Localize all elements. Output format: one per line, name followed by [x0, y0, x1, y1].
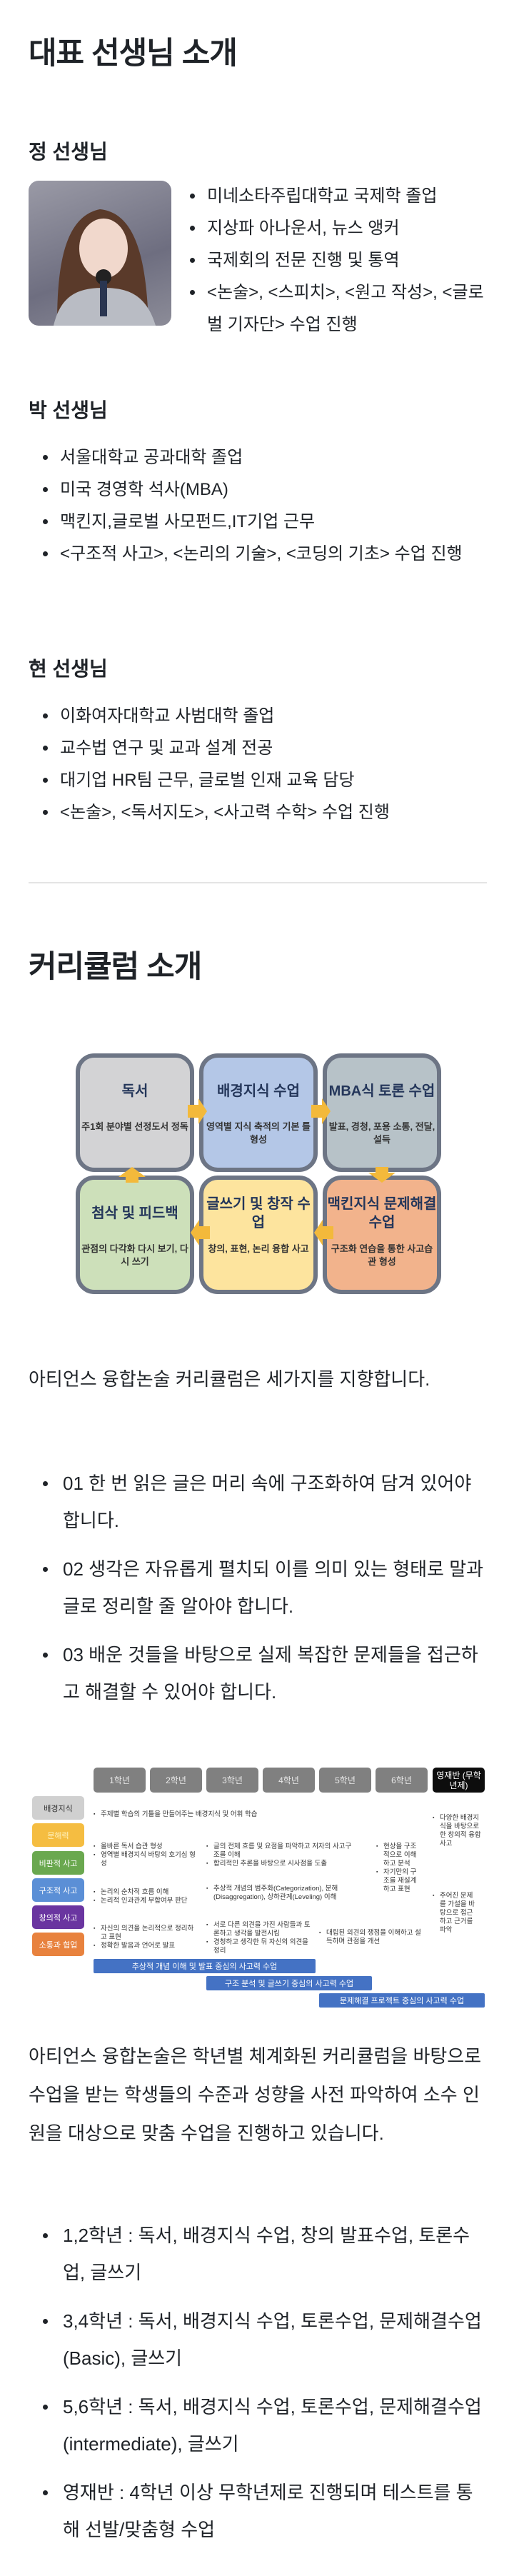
step-desc: 영역별 지식 축적의 기본 틀 형성	[206, 1121, 311, 1145]
grade-header: 2학년	[150, 1768, 202, 1793]
step-desc: 구조화 연습을 통한 사고습관 형성	[331, 1243, 433, 1267]
arrow-down-icon	[368, 1167, 395, 1183]
table-cell: 서로 다른 의견을 가진 사람들과 토론하고 생각을 발전시킴경청하고 생각한 …	[206, 1921, 313, 1955]
curriculum-title: 커리큘럼 소개	[29, 950, 202, 984]
list-item: 미국 경영학 석사(MBA)	[41, 473, 488, 506]
table-cell: 현상을 구조적으로 이해하고 분석자기만의 구조를 재설계하고 표현	[376, 1843, 420, 1894]
table-cell: 추상적 개념의 범주화(Categorization), 분해(Disaggre…	[206, 1885, 363, 1902]
grade-header: 1학년	[94, 1768, 146, 1793]
skill-label: 배경지식	[32, 1796, 84, 1820]
step-title: 글쓰기 및 창작 수업	[206, 1196, 311, 1231]
table-cell: 논리의 순차적 흐름 이해논리적 인과관계 부합여부 판단	[94, 1888, 208, 1905]
step-title: MBA식 토론 수업	[328, 1083, 435, 1099]
teacher-credentials-list: 이화여자대학교 사범대학 졸업 교수법 연구 및 교과 설계 전공 대기업 HR…	[41, 700, 488, 828]
table-cell: 주어진 문제를 가설을 바탕으로 접근하고 근거를 파악	[433, 1892, 475, 1935]
step-title: 배경지식 수업	[217, 1083, 300, 1099]
arrow-right-icon	[311, 1098, 331, 1124]
curriculum-intro: 아티언스 융합논술 커리큘럼은 세가지를 지향합니다.	[29, 1368, 430, 1390]
list-item: 대기업 HR팀 근무, 글로벌 인재 교육 담당	[41, 764, 488, 796]
skill-label: 구조적 사고	[32, 1878, 84, 1902]
teacher-credentials-list: 서울대학교 공과대학 졸업 미국 경영학 석사(MBA) 맥킨지,글로벌 사모펀…	[41, 441, 488, 570]
program-bar: 문제해결 프로젝트 중심의 사고력 수업	[319, 1993, 485, 2008]
arrow-left-icon	[314, 1220, 333, 1246]
list-item: 02 생각은 자유롭게 펼치되 이를 의미 있는 형태로 말과 글로 정리할 줄…	[40, 1550, 490, 1625]
arrow-left-icon	[191, 1220, 210, 1246]
list-item: 3,4학년 : 독서, 배경지식 수업, 토론수업, 문제해결수업(Basic)…	[40, 2302, 490, 2377]
list-item: <논술>, <스피치>, <원고 작성>, <글로벌 기자단> 수업 진행	[188, 276, 492, 341]
list-item: <구조적 사고>, <논리의 기술>, <코딩의 기초> 수업 진행	[41, 538, 488, 570]
table-cell: 다양한 배경지식을 바탕으로 한 창의적 융합사고	[433, 1814, 483, 1848]
teacher-name: 정 선생님	[29, 141, 108, 163]
list-item: 영재반 : 4학년 이상 무학년제로 진행되며 테스트를 통해 선발/맞춤형 수…	[40, 2474, 490, 2548]
list-item: 01 한 번 읽은 글은 머리 속에 구조화하여 담겨 있어야 합니다.	[40, 1465, 490, 1539]
grade-programs-list: 1,2학년 : 독서, 배경지식 수업, 창의 발표수업, 토론수업, 글쓰기 …	[40, 2217, 490, 2560]
step-title: 독서	[121, 1083, 148, 1099]
step-desc: 창의, 표현, 논리 융합 사고	[208, 1243, 309, 1254]
teacher-name: 현 선생님	[29, 658, 108, 680]
table-cell: 글의 전체 흐름 및 요점을 파악하고 저자의 사고구조를 이해합리적인 추론을…	[206, 1843, 353, 1868]
grade-header: 4학년	[263, 1768, 315, 1793]
list-item: 국제회의 전문 진행 및 통역	[188, 244, 492, 276]
list-item: 5,6학년 : 독서, 배경지식 수업, 토론수업, 문제해결수업(interm…	[40, 2388, 490, 2462]
list-item: <논술>, <독서지도>, <사고력 수학> 수업 진행	[41, 796, 488, 828]
list-item: 맥킨지,글로벌 사모펀드,IT기업 근무	[41, 506, 488, 538]
step-desc: 주1회 분야별 선정도서 정독	[81, 1121, 188, 1132]
cycle-arrows	[119, 1098, 395, 1246]
teacher-name: 박 선생님	[29, 399, 108, 421]
arrow-up-icon	[119, 1167, 146, 1183]
curriculum-summary: 아티언스 융합논술은 학년별 체계화된 커리큘럼을 바탕으로 수업을 받는 학생…	[29, 2045, 482, 2144]
teacher-portrait-icon	[54, 209, 156, 326]
program-bar: 추상적 개념 이해 및 발표 중심의 사고력 수업	[94, 1959, 316, 1973]
skill-label: 문해력	[32, 1823, 84, 1847]
curriculum-goals-list: 01 한 번 읽은 글은 머리 속에 구조화하여 담겨 있어야 합니다. 02 …	[40, 1465, 490, 1722]
table-cell: 주제별 학습의 기틀을 만들어주는 배경지식 및 어휘 학습	[94, 1810, 379, 1819]
step-desc: 발표, 경청, 포용 소통, 전달, 설득	[328, 1121, 435, 1145]
table-cell: 올바른 독서 습관 형성영역별 배경지식 바탕의 호기심 형성	[94, 1843, 201, 1868]
skill-label: 창의적 사고	[32, 1905, 84, 1929]
list-item: 교수법 연구 및 교과 설계 전공	[41, 732, 488, 764]
skill-label: 소통과 협업	[32, 1933, 84, 1956]
grade-header: 5학년	[319, 1768, 371, 1793]
list-item: 03 배운 것들을 바탕으로 실제 복잡한 문제들을 접근하고 해결할 수 있어…	[40, 1636, 490, 1710]
teacher-photo	[29, 181, 171, 326]
teacher-credentials-list: 미네소타주립대학교 국제학 졸업 지상파 아나운서, 뉴스 앵커 국제회의 전문…	[188, 180, 492, 341]
table-cell: 자신의 의견을 논리적으로 정리하고 표현정확한 발음과 언어로 발표	[94, 1925, 197, 1950]
grade-header: 6학년	[376, 1768, 428, 1793]
step-title: 맥킨지식 문제해결 수업	[327, 1196, 437, 1231]
skill-label: 비판적 사고	[32, 1851, 84, 1875]
list-item: 지상파 아나운서, 뉴스 앵커	[188, 212, 492, 244]
table-cell: 대립된 의견의 쟁점을 이해하고 설득하며 관점을 개선	[319, 1929, 426, 1946]
step-desc: 관점의 다각화 다시 보기, 다시 쓰기	[81, 1243, 188, 1267]
step-title: 첨삭 및 피드백	[91, 1206, 178, 1221]
list-item: 미네소타주립대학교 국제학 졸업	[188, 180, 492, 212]
list-item: 이화여자대학교 사범대학 졸업	[41, 700, 488, 732]
program-bar: 구조 분석 및 글쓰기 중심의 사고력 수업	[206, 1976, 372, 1990]
list-item: 서울대학교 공과대학 졸업	[41, 441, 488, 473]
arrow-right-icon	[188, 1098, 207, 1124]
grade-header: 3학년	[206, 1768, 258, 1793]
grade-header-gifted: 영재반 (무학년제)	[433, 1768, 485, 1793]
section-divider	[29, 882, 487, 883]
page-title: 대표 선생님 소개	[29, 36, 238, 71]
list-item: 1,2학년 : 독서, 배경지식 수업, 창의 발표수업, 토론수업, 글쓰기	[40, 2217, 490, 2291]
